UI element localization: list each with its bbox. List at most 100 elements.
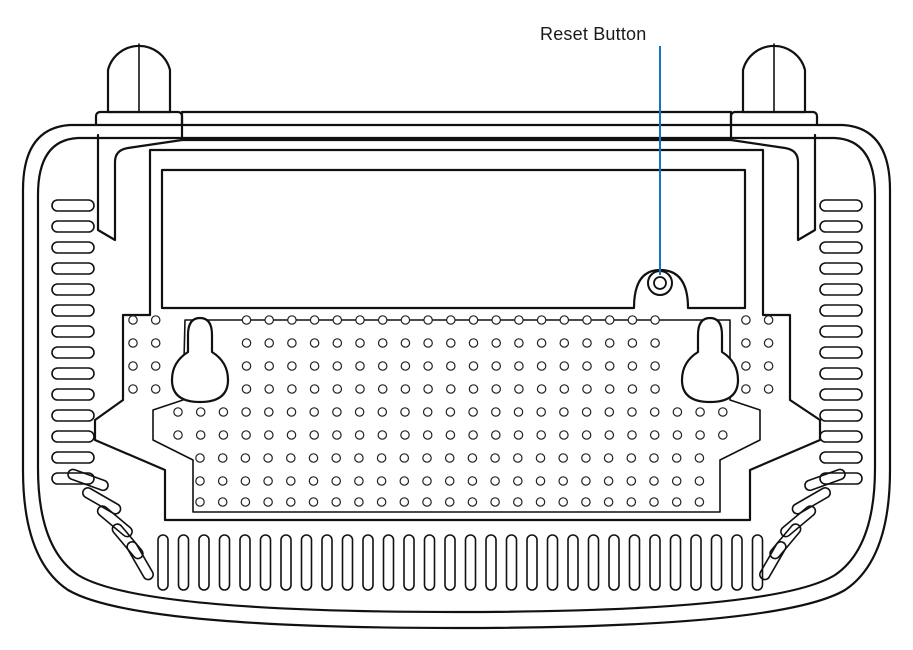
side-vent-slot — [51, 283, 95, 296]
bottom-vent-slot — [505, 534, 518, 591]
side-vent-slot — [51, 472, 95, 485]
vent-hole — [741, 338, 751, 348]
corner-vent-slot — [111, 523, 144, 560]
vent-hole — [128, 361, 138, 371]
vent-hole — [514, 384, 524, 394]
side-vent-slot — [51, 451, 95, 464]
vent-hole — [649, 476, 659, 486]
vent-hole — [263, 476, 273, 486]
vent-hole — [763, 338, 774, 348]
vent-hole — [445, 407, 456, 417]
vent-hole — [694, 497, 705, 507]
vent-hole — [604, 407, 615, 417]
side-vent-slot — [819, 409, 863, 422]
top-panel-outline — [180, 110, 733, 142]
bottom-vent-slot — [423, 534, 436, 591]
vent-hole — [287, 315, 297, 325]
vent-hole — [240, 453, 251, 463]
vent-hole — [287, 361, 297, 371]
side-vent-slot — [51, 409, 95, 422]
vent-hole — [444, 476, 455, 486]
corner-vent-slot — [804, 468, 846, 492]
vent-hole — [649, 453, 659, 463]
side-vent-slot — [819, 472, 863, 485]
side-vent-slot — [51, 304, 95, 317]
vent-hole — [332, 338, 343, 348]
side-vent-slot — [819, 388, 863, 401]
vent-hole — [309, 384, 320, 394]
vent-hole — [491, 384, 501, 394]
vent-hole — [535, 476, 546, 486]
vent-hole — [376, 497, 387, 507]
bottom-vent-slot — [464, 534, 477, 591]
vent-hole — [308, 497, 319, 507]
bottom-vent-slot — [587, 534, 600, 591]
vent-hole — [695, 430, 705, 440]
vent-hole — [355, 361, 365, 371]
vent-hole — [400, 315, 411, 325]
vent-hole — [444, 453, 455, 463]
vent-hole — [695, 407, 705, 417]
vent-hole — [264, 338, 274, 348]
vent-hole — [490, 407, 501, 417]
vent-hole — [240, 497, 251, 507]
bottom-vent-slot — [198, 534, 210, 591]
vent-hole — [308, 453, 319, 463]
vent-hole — [376, 476, 387, 486]
vent-hole — [354, 476, 364, 486]
vent-hole — [285, 476, 296, 486]
vent-hole — [763, 315, 774, 325]
bottom-vent-slot — [567, 534, 579, 591]
vent-hole — [603, 476, 614, 486]
vent-hole — [627, 361, 638, 371]
vent-hole — [332, 407, 342, 417]
vent-hole — [400, 338, 411, 348]
bottom-vent-slot — [177, 534, 190, 591]
router-body-rim — [36, 136, 877, 614]
bottom-vent-slot — [321, 534, 333, 591]
vent-hole — [604, 315, 615, 325]
vent-hole — [672, 407, 683, 417]
vent-hole — [423, 384, 433, 394]
vent-hole — [559, 361, 570, 371]
vent-hole — [559, 338, 570, 348]
vent-hole — [445, 430, 456, 440]
vent-hole — [195, 476, 205, 486]
vent-hole — [491, 361, 501, 371]
vent-hole — [468, 407, 478, 417]
vent-hole — [399, 476, 410, 486]
vent-hole — [285, 497, 296, 507]
side-vent-slot — [819, 451, 863, 464]
side-vent-slot — [51, 346, 95, 359]
vent-hole — [468, 361, 479, 371]
vent-hole — [332, 361, 343, 371]
vent-hole — [355, 384, 365, 394]
corner-vent-slot — [769, 523, 802, 560]
vent-hole — [536, 361, 547, 371]
vent-hole — [490, 476, 500, 486]
vent-hole — [650, 384, 660, 394]
vent-hole — [309, 338, 320, 348]
bottom-vent-slot — [300, 534, 313, 591]
vent-hole — [377, 430, 388, 440]
vent-hole — [671, 453, 682, 463]
vent-hole — [377, 315, 388, 325]
vent-hole — [627, 407, 637, 417]
vent-hole — [264, 361, 274, 371]
vent-hole — [355, 338, 365, 348]
left-corner-bracket — [96, 133, 184, 242]
vent-hole — [377, 338, 388, 348]
vent-hole — [309, 315, 320, 325]
vent-hole — [650, 315, 660, 325]
bottom-vent-slot — [731, 534, 743, 591]
vent-hole — [514, 315, 524, 325]
vent-hole — [490, 430, 501, 440]
vent-hole — [603, 497, 614, 507]
vent-hole — [377, 407, 388, 417]
side-vent-slot — [819, 367, 863, 380]
vent-hole — [332, 384, 343, 394]
vent-hole — [150, 338, 161, 348]
vent-hole — [217, 497, 228, 507]
vent-hole — [399, 453, 410, 463]
side-vent-slot — [819, 430, 863, 443]
